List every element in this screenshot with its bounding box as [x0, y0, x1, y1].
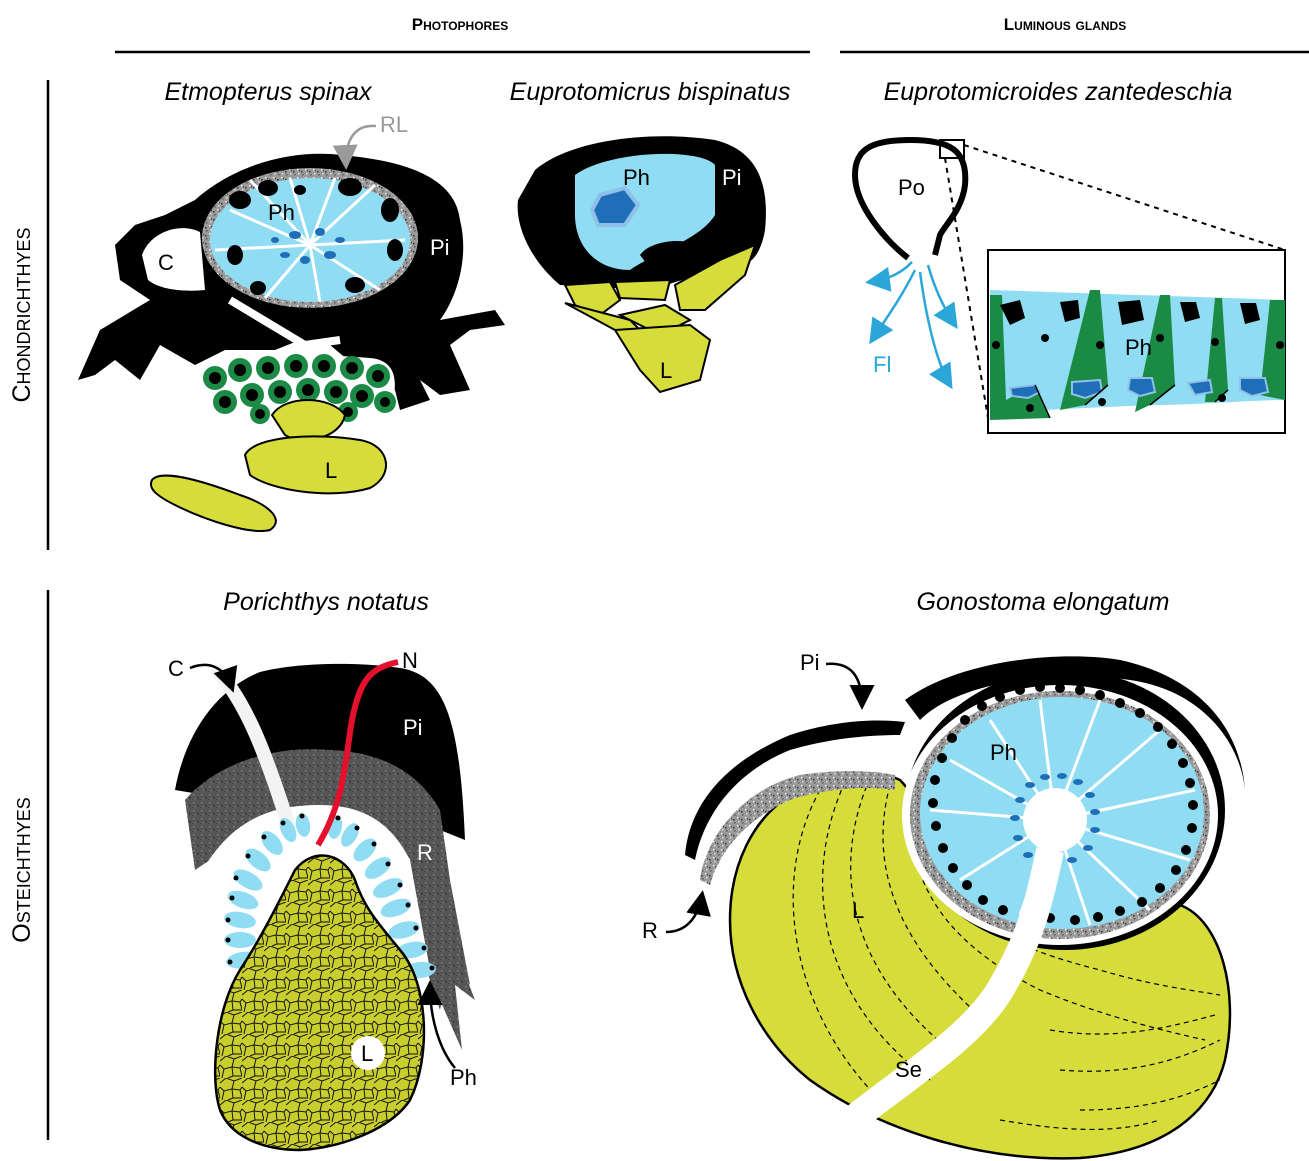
euprotomicroides-zoom-line-top [964, 145, 1285, 250]
etmopterus-label-pi: Pi [430, 235, 450, 260]
species-etmopterus: Etmopterus spinax [164, 78, 373, 106]
euprotomicroides-diagram: Po Fl [855, 140, 1285, 433]
species-porichthys: Porichthys notatus [223, 588, 429, 616]
curved-arrow-icon [826, 664, 862, 705]
header-luminous-glands: Luminous glands [1004, 15, 1126, 34]
porichthys-label-pi: Pi [403, 715, 423, 740]
curved-arrow-icon [666, 895, 702, 932]
etmopterus-lens-lower [151, 476, 276, 531]
euprotomicroides-label-ph: Ph [1125, 335, 1152, 360]
gonostoma-label-pi: Pi [800, 650, 820, 675]
porichthys-diagram: C N Pi R L Ph [168, 648, 477, 1150]
euprotomicroides-label-po: Po [898, 175, 925, 200]
etmopterus-lens-small [272, 400, 345, 440]
euprotomicroides-zoom-line-bottom [945, 158, 990, 430]
gonostoma-label-se: Se [895, 1057, 922, 1082]
species-euprotomicrus: Euprotomicrus bispinatus [510, 78, 791, 106]
etmopterus-label-c: C [158, 250, 174, 275]
species-gonostoma: Gonostoma elongatum [917, 588, 1170, 616]
euprotomicrus-label-ph: Ph [623, 165, 650, 190]
porichthys-label-r: R [417, 840, 433, 865]
porichthys-label-n: N [402, 648, 418, 673]
gonostoma-lumen [1023, 788, 1087, 852]
porichthys-label-c: C [168, 656, 184, 681]
gonostoma-label-ph: Ph [990, 740, 1017, 765]
euprotomicrus-label-l: L [660, 358, 672, 383]
gonostoma-diagram: Pi Ph L R Se [642, 650, 1245, 1158]
species-euprotomicroides: Euprotomicroides zantedeschia [884, 78, 1233, 106]
gonostoma-label-l: L [852, 898, 864, 923]
porichthys-label-l: L [361, 1041, 373, 1066]
gonostoma-label-r: R [642, 918, 658, 943]
etmopterus-label-l: L [325, 458, 337, 483]
side-label-chondrichthyes: Chondrichthyes [8, 227, 36, 402]
side-label-osteichthyes: Osteichthyes [8, 797, 36, 942]
etmopterus-label-rl: RL [380, 112, 408, 137]
euprotomicroides-label-fl: Fl [873, 352, 891, 377]
etmopterus-diagram: Ph Pi C L RL [78, 112, 505, 531]
header-photophores: Photophores [412, 15, 508, 34]
euprotomicrus-diagram: Ph Pi L [518, 136, 766, 392]
etmopterus-lens-main [245, 436, 386, 493]
euprotomicrus-label-pi: Pi [722, 165, 742, 190]
etmopterus-label-ph: Ph [268, 200, 295, 225]
